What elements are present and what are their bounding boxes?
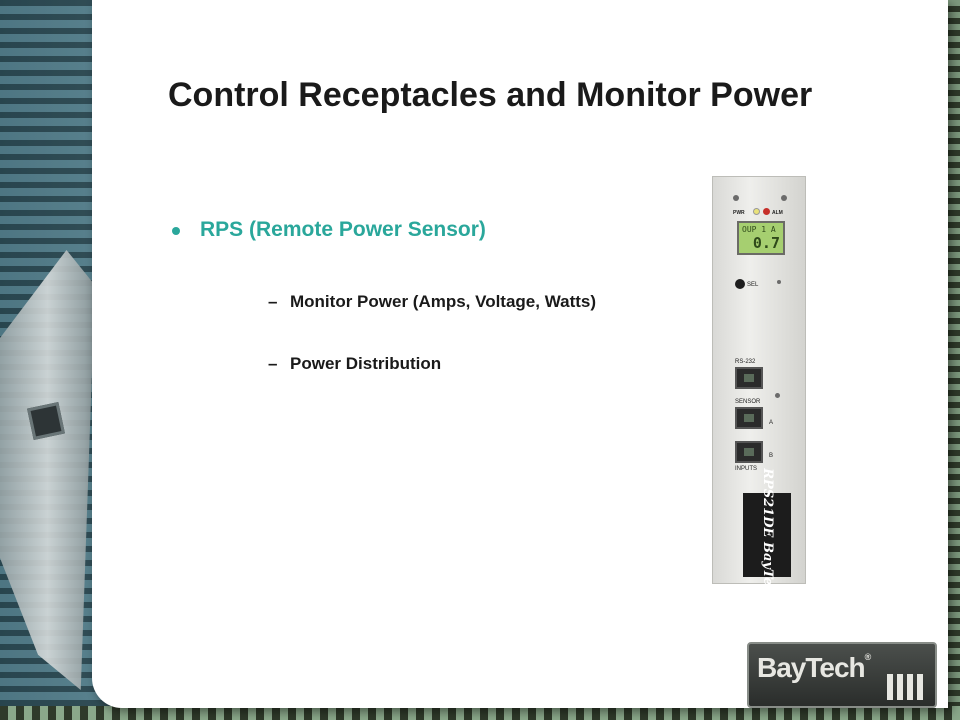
pwr-led-icon xyxy=(753,208,760,215)
device-model-text: RPS21DE BayTech xyxy=(759,467,775,603)
bullet-item: RPS (Remote Power Sensor) xyxy=(172,218,486,242)
logo-bars-icon xyxy=(887,674,923,700)
sensor-port-b-icon xyxy=(735,441,763,463)
background-bottom-edge xyxy=(0,706,960,720)
lcd-value: 0.7 xyxy=(752,234,780,252)
sub-item-power-distribution: – Power Distribution xyxy=(268,354,441,374)
screw-icon xyxy=(733,195,739,201)
logo-text: BayTech® xyxy=(757,652,871,683)
lcd-top-text: OUP 1 A xyxy=(742,225,776,234)
rs232-port-icon xyxy=(735,367,763,389)
baytech-logo: BayTech® xyxy=(747,642,937,708)
screw-icon xyxy=(781,195,787,201)
rps-device-image: PWR ALM OUP 1 A 0.7 SEL RS-232 SENSOR A … xyxy=(712,176,806,602)
decorative-port-icon xyxy=(27,402,65,440)
alm-led-icon xyxy=(763,208,770,215)
rs232-label: RS-232 xyxy=(735,359,756,365)
pwr-label: PWR xyxy=(733,210,745,216)
dash-marker: – xyxy=(268,354,278,373)
port-b-label: B xyxy=(769,453,774,459)
indicator-dot-icon xyxy=(775,393,780,398)
sub-item-text: Monitor Power (Amps, Voltage, Watts) xyxy=(290,292,597,311)
alm-label: ALM xyxy=(772,210,783,216)
sub-item-text: Power Distribution xyxy=(290,354,442,373)
sensor-label: SENSOR xyxy=(735,399,761,405)
bullet-dot-icon xyxy=(172,227,180,235)
sensor-port-a-icon xyxy=(735,407,763,429)
bullet-text: RPS (Remote Power Sensor) xyxy=(200,218,486,241)
lcd-display: OUP 1 A 0.7 xyxy=(737,221,785,255)
indicator-dot-icon xyxy=(777,280,781,284)
sub-item-monitor-power: – Monitor Power (Amps, Voltage, Watts) xyxy=(268,292,596,312)
slide-title: Control Receptacles and Monitor Power xyxy=(168,76,813,114)
inputs-label: INPUTS xyxy=(735,466,758,472)
dash-marker: – xyxy=(268,292,278,311)
sel-label: SEL xyxy=(747,282,759,288)
sel-button-icon xyxy=(735,279,745,289)
port-a-label: A xyxy=(769,420,774,426)
device-brand-block: RPS21DE BayTech xyxy=(743,468,791,602)
